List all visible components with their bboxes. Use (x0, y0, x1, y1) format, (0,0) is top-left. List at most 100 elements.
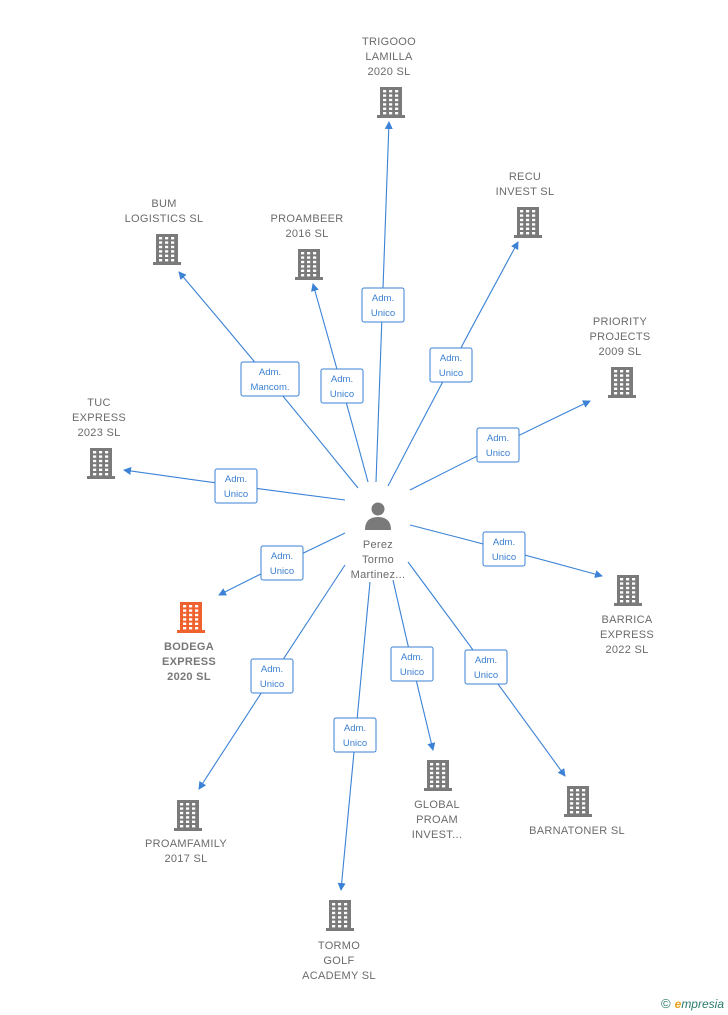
copyright-icon: © (661, 996, 671, 1011)
relation-label-proambeer[interactable]: Adm. Unico (320, 368, 364, 404)
relation-label-line: Adm. (440, 353, 462, 364)
copyright-notice: ©empresia (661, 996, 724, 1011)
company-name-line: PROAMFAMILY (145, 838, 227, 850)
company-name-line: INVEST... (412, 829, 462, 841)
company-name-line: TORMO (318, 940, 360, 952)
company-name-line: INVEST SL (496, 186, 555, 198)
relation-label-barrica[interactable]: Adm. Unico (482, 531, 526, 567)
relation-label-line: Unico (343, 738, 367, 749)
company-node-priority[interactable]: PRIORITY PROJECTS 2009 SL (589, 316, 650, 398)
brand-initial: e (674, 997, 682, 1011)
company-name-line: PROAMBEER (271, 213, 344, 225)
company-name-line: EXPRESS (162, 656, 216, 668)
relation-label-line: Mancom. (250, 382, 289, 393)
company-name-line: 2020 SL (167, 671, 211, 683)
building-icon[interactable] (153, 234, 181, 265)
company-node-proambeer[interactable]: PROAMBEER 2016 SL (271, 213, 344, 280)
relation-label-line: Adm. (261, 664, 283, 675)
building-icon[interactable] (174, 800, 202, 831)
building-icon[interactable] (564, 786, 592, 817)
company-name-line: PROAM (416, 814, 458, 826)
company-name-line: BODEGA (164, 641, 214, 653)
company-name-line: 2017 SL (164, 853, 207, 865)
relation-label-line: Adm. (225, 474, 247, 485)
person-icon (365, 502, 391, 530)
relation-label-barnatoner[interactable]: Adm. Unico (464, 649, 508, 685)
person-name-line: Perez (363, 539, 393, 551)
company-node-global[interactable]: GLOBAL PROAM INVEST... (412, 760, 462, 841)
relation-label-bum[interactable]: Adm. Mancom. (240, 361, 300, 397)
building-icon[interactable] (608, 367, 636, 398)
relation-label-line: Unico (330, 389, 354, 400)
relation-label-bodega[interactable]: Adm. Unico (260, 545, 304, 581)
company-name-line: TRIGOOO (362, 36, 416, 48)
relation-label-proamfamily[interactable]: Adm. Unico (250, 658, 294, 694)
relation-label-line: Unico (439, 368, 463, 379)
relation-label-priority[interactable]: Adm. Unico (476, 427, 520, 463)
relation-label-line: Unico (260, 679, 284, 690)
brand-name: mpresia (681, 997, 724, 1011)
company-name-line: GLOBAL (414, 799, 460, 811)
company-name-line: 2022 SL (605, 644, 648, 656)
company-node-barnatoner[interactable]: BARNATONER SL (529, 786, 625, 837)
relation-label-line: Adm. (344, 723, 366, 734)
relation-label-tuc[interactable]: Adm. Unico (214, 468, 258, 504)
company-name-line: ACADEMY SL (302, 970, 376, 982)
company-node-tuc[interactable]: TUC EXPRESS 2023 SL (72, 397, 126, 479)
company-node-tormo[interactable]: TORMO GOLF ACADEMY SL (302, 900, 376, 982)
relation-label-tormo[interactable]: Adm. Unico (333, 717, 377, 753)
company-name-line: 2023 SL (77, 427, 120, 439)
company-name-line: LAMILLA (365, 51, 413, 63)
relation-label-line: Unico (371, 308, 395, 319)
relation-label-line: Unico (224, 489, 248, 500)
relation-label-line: Adm. (271, 551, 293, 562)
company-name-line: TUC (87, 397, 111, 409)
company-name-line: PRIORITY (593, 316, 648, 328)
company-name-line: GOLF (323, 955, 354, 967)
relation-label-trigooo[interactable]: Adm. Unico (361, 287, 405, 323)
relation-label-line: Unico (486, 448, 510, 459)
building-icon[interactable] (295, 249, 323, 280)
company-name-line: BARRICA (602, 614, 653, 626)
company-node-trigooo[interactable]: TRIGOOO LAMILLA 2020 SL (362, 36, 416, 118)
company-name-line: 2009 SL (598, 346, 641, 358)
relation-label-line: Adm. (493, 537, 515, 548)
relation-label-line: Unico (270, 566, 294, 577)
relation-label-line: Adm. (259, 367, 281, 378)
company-name-line: BARNATONER SL (529, 825, 625, 837)
person-node[interactable]: PerezTormoMartinez... (351, 502, 406, 582)
company-name-line: PROJECTS (589, 331, 650, 343)
company-node-proamfamily[interactable]: PROAMFAMILY 2017 SL (145, 800, 227, 865)
building-icon[interactable] (514, 207, 542, 238)
relation-label-line: Adm. (487, 433, 509, 444)
relation-label-recu[interactable]: Adm. Unico (429, 347, 473, 383)
relation-label-line: Adm. (401, 652, 423, 663)
person-name-line: Martinez... (351, 569, 406, 581)
company-node-barrica[interactable]: BARRICA EXPRESS 2022 SL (600, 575, 654, 656)
relation-label-global[interactable]: Adm. Unico (390, 646, 434, 682)
building-icon[interactable] (424, 760, 452, 791)
company-name-line: BUM (151, 198, 176, 210)
building-icon[interactable] (614, 575, 642, 606)
company-name-line: EXPRESS (72, 412, 126, 424)
company-name-line: 2016 SL (285, 228, 328, 240)
relation-label-line: Unico (400, 667, 424, 678)
company-node-recu[interactable]: RECU INVEST SL (496, 171, 555, 238)
company-node-bodega[interactable]: BODEGA EXPRESS 2020 SL (162, 602, 216, 683)
company-name-line: EXPRESS (600, 629, 654, 641)
relation-label-line: Adm. (372, 293, 394, 304)
building-icon[interactable] (326, 900, 354, 931)
relation-label-line: Unico (474, 670, 498, 681)
building-icon[interactable] (87, 448, 115, 479)
relation-label-line: Adm. (475, 655, 497, 666)
company-name-line: 2020 SL (367, 66, 410, 78)
relation-label-line: Unico (492, 552, 516, 563)
relation-label-line: Adm. (331, 374, 353, 385)
building-icon[interactable] (377, 87, 405, 118)
building-icon[interactable] (177, 602, 205, 633)
company-name-line: RECU (509, 171, 541, 183)
person-name-line: Tormo (362, 554, 394, 566)
